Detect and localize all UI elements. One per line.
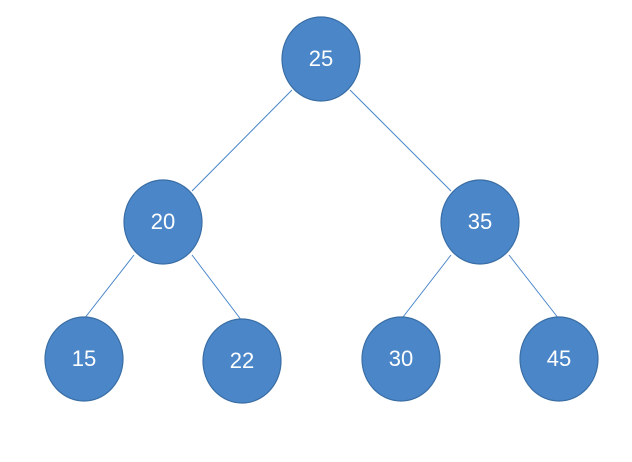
tree-node-22: 22 [202, 318, 282, 404]
node-circle [123, 179, 203, 265]
nodes-layer: 25 20 35 15 22 30 45 [44, 16, 599, 404]
edges-layer [83, 89, 560, 322]
node-label: 30 [389, 346, 413, 371]
tree-node-15: 15 [44, 316, 124, 402]
node-label: 22 [230, 348, 254, 373]
tree-node-25: 25 [281, 16, 361, 102]
edge-20-22 [191, 254, 243, 322]
tree-node-30: 30 [361, 316, 441, 402]
edge-35-30 [402, 254, 452, 318]
edge-35-45 [508, 254, 560, 320]
tree-node-35: 35 [440, 179, 520, 265]
edge-20-15 [83, 254, 135, 320]
node-label: 45 [547, 346, 571, 371]
tree-node-45: 45 [519, 316, 599, 402]
node-circle [519, 316, 599, 402]
edge-25-35 [349, 89, 452, 192]
node-label: 35 [468, 209, 492, 234]
node-circle [361, 316, 441, 402]
node-label: 20 [151, 209, 175, 234]
node-circle [202, 318, 282, 404]
node-label: 15 [72, 346, 96, 371]
tree-node-20: 20 [123, 179, 203, 265]
node-circle [281, 16, 361, 102]
node-circle [440, 179, 520, 265]
edge-25-20 [191, 89, 293, 192]
node-circle [44, 316, 124, 402]
node-label: 25 [309, 46, 333, 71]
